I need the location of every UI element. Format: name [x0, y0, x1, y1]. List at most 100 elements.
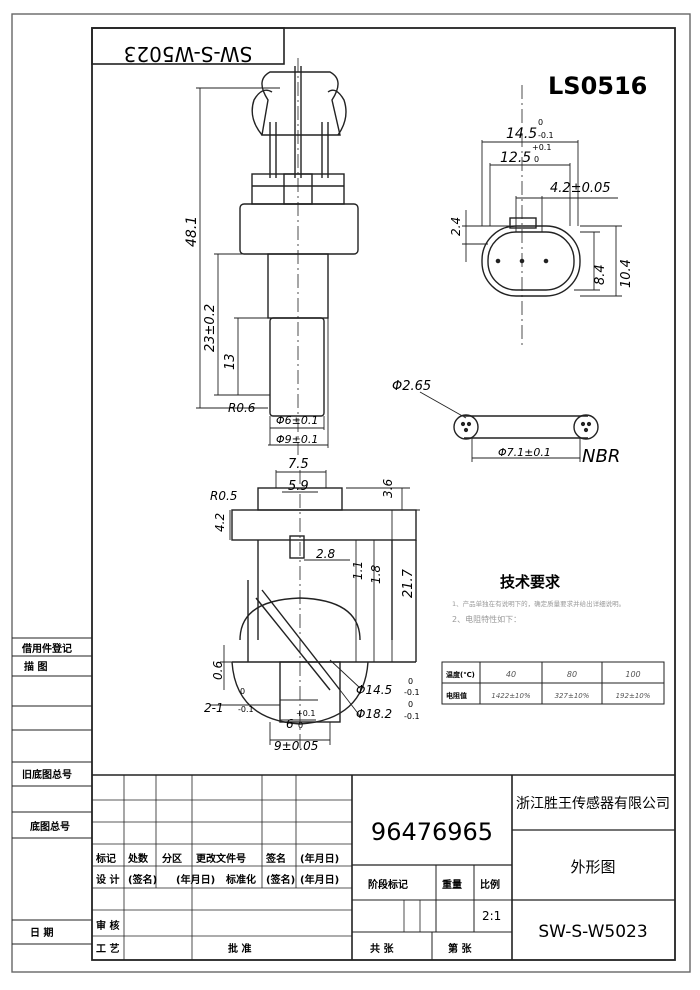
dim-21-7: 21.7 — [401, 568, 416, 598]
tb-scale: 2:1 — [482, 909, 501, 923]
dim-phi14-5: Φ14.5 — [356, 683, 392, 697]
section-view — [231, 470, 417, 750]
tb-sign: 签名 — [265, 852, 286, 865]
table-temp-3: 100 — [625, 670, 640, 679]
table-val-1: 1422±10% — [491, 692, 531, 700]
cap-flange — [231, 509, 417, 541]
end-view-dims — [462, 140, 622, 297]
dim-phi14-5-tol-up: 0 — [408, 677, 413, 686]
tb-sheet: 第 张 — [448, 942, 472, 955]
side-label-1: 借用件登记 — [21, 642, 72, 655]
mirrored-code-text: SW-S-W5023 — [124, 42, 253, 66]
dim-12-5-tol-lo: 0 — [534, 155, 539, 164]
connector-cap — [261, 71, 341, 136]
tech-note-2: 2、电阻特性如下： — [452, 614, 521, 624]
outer-border — [11, 13, 691, 973]
dim-phi18-2-tol-up: 0 — [408, 700, 413, 709]
dim-48-1: 48.1 — [184, 216, 200, 247]
dim-phi9: Φ9±0.1 — [276, 433, 318, 446]
dim-12-5-tol-up: +0.1 — [532, 143, 551, 152]
dim-2-1: 2-1 — [204, 701, 224, 715]
dim-r05: R0.5 — [210, 489, 237, 503]
drawing-name: 外形图 — [570, 858, 615, 876]
side-label-strip — [12, 637, 92, 945]
tb-change: 更改文件号 — [196, 852, 246, 865]
dim-2-8: 2.8 — [316, 547, 335, 561]
connector-inner — [487, 231, 575, 291]
dim-3-6: 3.6 — [381, 479, 395, 498]
dim-2-1-tol-up: 0 — [240, 687, 245, 696]
dim-6: 6 — [286, 717, 294, 731]
tb-design: 设 计 — [96, 873, 119, 886]
dim-12-5: 12.5 — [500, 150, 531, 166]
tb-total: 共 张 — [370, 942, 394, 955]
connector-outer — [481, 225, 581, 297]
tb-sign3: (签名) — [266, 873, 295, 886]
dim-phi14-5-tol-lo: -0.1 — [404, 688, 420, 697]
o-ring-view — [453, 414, 599, 440]
tb-mark: 标记 — [95, 852, 116, 865]
tb-approve: 批 准 — [228, 942, 251, 955]
dim-6-tol-lo: 0 — [298, 721, 303, 730]
dim-6-tol-up: +0.1 — [296, 709, 315, 718]
tb-weight: 重量 — [442, 878, 462, 891]
connector-ear-right — [327, 89, 347, 136]
dim-10-4: 10.4 — [619, 259, 634, 288]
tb-review: 审 核 — [96, 919, 119, 932]
nbr-label: NBR — [582, 446, 620, 467]
inner-frame — [91, 27, 676, 961]
connector-ear-left — [251, 89, 273, 136]
tb-stage: 阶段标记 — [368, 878, 408, 891]
hex-body — [239, 203, 359, 255]
dim-5-9: 5.9 — [288, 479, 309, 494]
dim-0-6: 0.6 — [211, 661, 225, 680]
side-label-5: 日 期 — [30, 926, 53, 939]
section-view-dims — [210, 470, 420, 745]
table-val-3: 192±10% — [616, 692, 651, 700]
table-temp-1: 40 — [506, 670, 516, 679]
dim-14-5: 14.5 — [506, 126, 537, 142]
side-view — [239, 58, 359, 455]
slot — [289, 535, 305, 559]
dim-14-5-tol-lo: -0.1 — [538, 131, 554, 140]
tb-date3: (年月日) — [300, 873, 339, 886]
part-number: LS0516 — [548, 72, 647, 100]
tb-standard: 标准化 — [225, 873, 256, 886]
end-view — [481, 85, 581, 345]
table-val-2: 327±10% — [555, 692, 590, 700]
dim-1-1: 1.1 — [351, 561, 365, 580]
dim-phi18-2-tol-lo: -0.1 — [404, 712, 420, 721]
tb-count: 处数 — [127, 852, 149, 865]
table-row2-head: 电阻值 — [446, 691, 467, 700]
stem — [279, 661, 341, 723]
tb-ratio: 比例 — [480, 878, 500, 891]
tb-craft: 工 艺 — [96, 942, 119, 955]
drawing-number: 96476965 — [371, 818, 493, 846]
dim-2-1-tol-lo: -0.1 — [238, 705, 254, 714]
tb-date: (年月日) — [300, 852, 339, 865]
tb-zone: 分区 — [162, 852, 182, 865]
dim-phi71: Φ7.1±0.1 — [498, 446, 551, 459]
dim-1-8: 1.8 — [369, 565, 383, 584]
dim-phi265: Φ2.65 — [392, 379, 431, 394]
pin-dot-2 — [519, 258, 525, 264]
dim-9: 9±0.05 — [274, 739, 318, 753]
dim-phi6: Φ6±0.1 — [276, 414, 318, 427]
o-ring-left — [453, 414, 479, 440]
probe-tip — [269, 317, 325, 417]
dim-2-4: 2.4 — [449, 217, 463, 236]
dim-7-5: 7.5 — [288, 457, 309, 472]
side-label-3: 旧底图总号 — [22, 768, 72, 781]
dim-13: 13 — [223, 353, 238, 370]
wire-2 — [261, 589, 341, 691]
mirrored-code-box — [91, 27, 285, 65]
side-view-dims — [196, 87, 329, 448]
o-ring-dims — [419, 391, 581, 462]
tb-date2: (年月日) — [176, 873, 215, 886]
connector-key — [509, 217, 537, 229]
wire-1 — [255, 597, 331, 691]
side-label-2: 描 图 — [24, 660, 47, 673]
side-label-4: 底图总号 — [30, 820, 70, 833]
tb-sign2: (签名) — [128, 873, 157, 886]
